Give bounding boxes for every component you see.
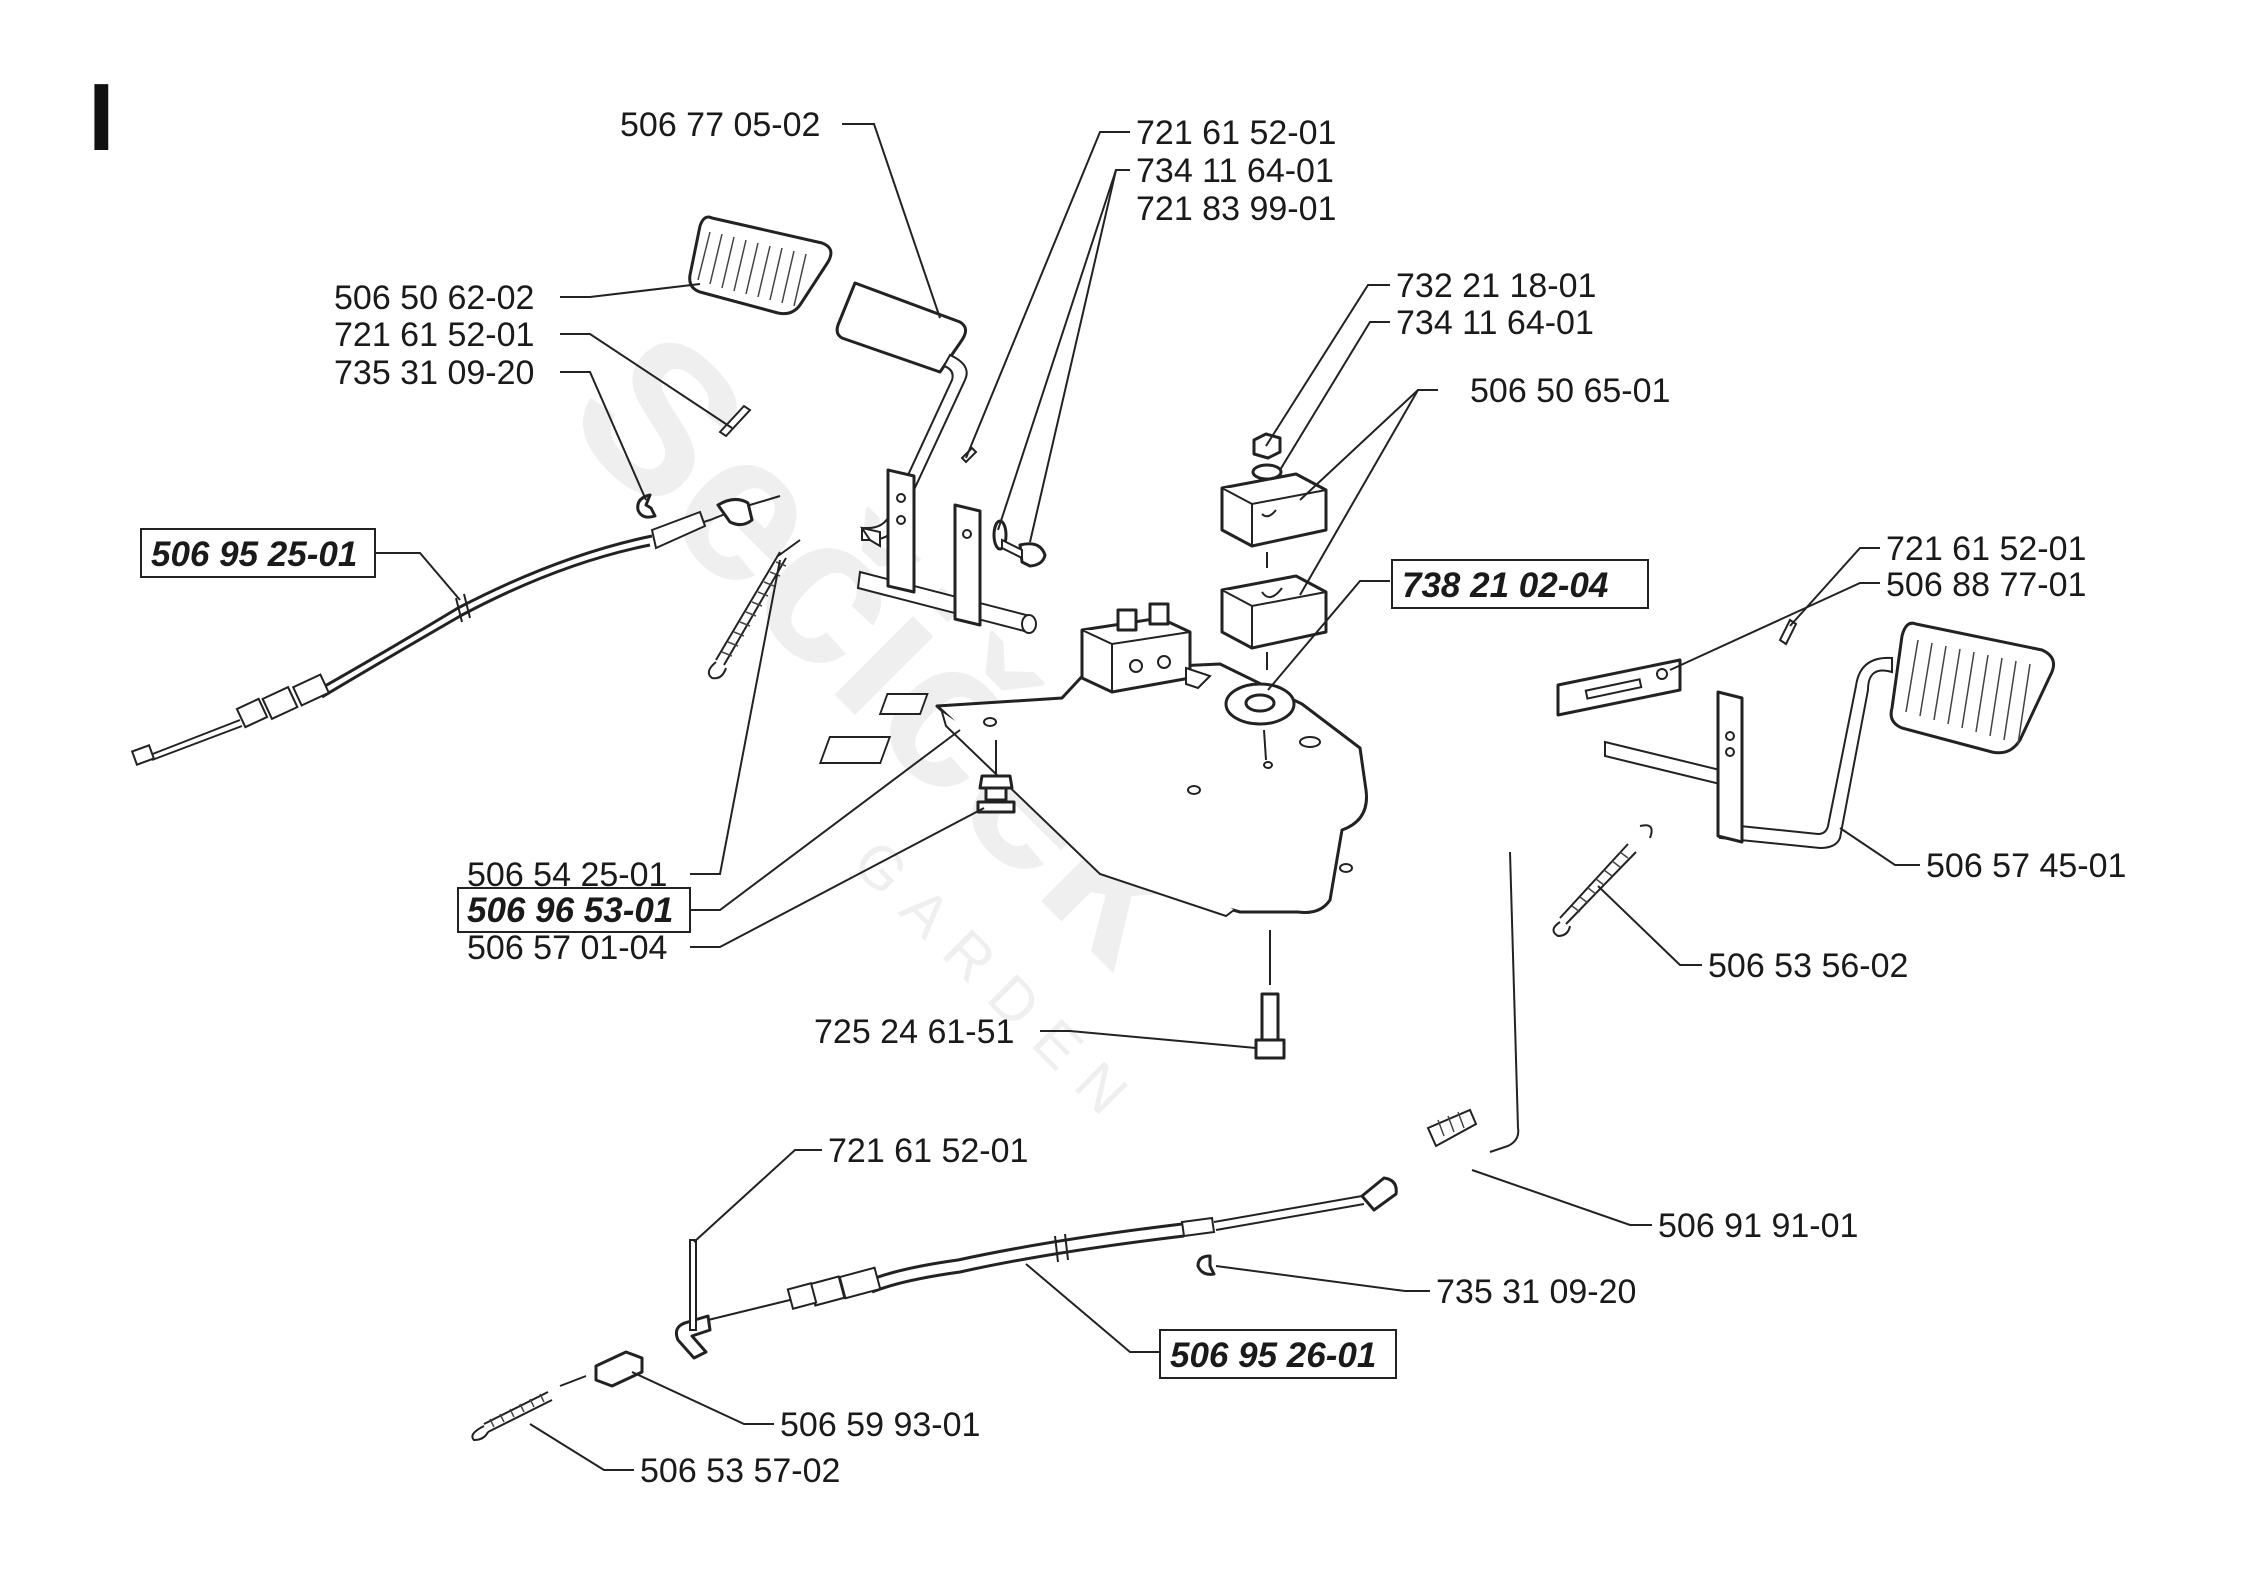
right-spring (1552, 824, 1653, 938)
box-738-21-02-04 (1391, 559, 1649, 609)
parts-drawing (130, 215, 2056, 1442)
left-bracket-2 (953, 503, 982, 627)
label-725-24-61-51: 725 24 61-51 (814, 1013, 1014, 1051)
section-letter: I (88, 64, 115, 171)
label-506-50-62-02: 506 50 62-02 (334, 279, 534, 317)
label-721-61-52-01-a: 721 61 52-01 (1136, 114, 1336, 152)
label-506-95-25-01: 506 95 25-01 (151, 535, 357, 574)
washer (1251, 463, 1283, 481)
long-bolt (1254, 930, 1286, 1060)
e-clip-a (636, 493, 657, 519)
label-506-59-93-01: 506 59 93-01 (780, 1406, 980, 1444)
label-721-61-52-01-c: 721 61 52-01 (1886, 530, 2086, 568)
left-spring (707, 539, 801, 680)
left-pedal-pad (688, 215, 833, 316)
label-506-53-57-02: 506 53 57-02 (640, 1452, 840, 1490)
label-506-57-45-01: 506 57 45-01 (1926, 847, 2126, 885)
label-506-53-56-02: 506 53 56-02 (1708, 947, 1908, 985)
lower-cable (674, 851, 1520, 1360)
right-shaft (1604, 740, 1721, 786)
clevis-pin (992, 519, 1047, 568)
leader-lines (375, 123, 1920, 1471)
e-clip-b (1196, 1254, 1216, 1276)
label-506-77-05-02: 506 77 05-02 (620, 106, 820, 144)
clamp-block (1080, 602, 1212, 694)
left-cable (130, 495, 781, 766)
label-506-57-01-04: 506 57 01-04 (467, 929, 667, 967)
right-lever-plate (1556, 658, 1682, 717)
label-506-88-77-01: 506 88 77-01 (1886, 566, 2086, 604)
cotter-pin-b (718, 404, 752, 438)
box-506-95-25-01 (140, 528, 376, 578)
label-735-31-09-20-b: 735 31 09-20 (1436, 1273, 1636, 1311)
right-pedal-pad (1889, 621, 2056, 755)
label-735-31-09-20-a: 735 31 09-20 (334, 354, 534, 392)
center-plate (818, 662, 1368, 918)
label-506-50-65-01: 506 50 65-01 (1470, 372, 1670, 410)
cotter-pin-d (689, 1239, 697, 1331)
upper-block (1220, 472, 1328, 548)
lower-spring (471, 1391, 553, 1442)
right-pedal-arm (1719, 656, 1893, 850)
label-506-95-26-01: 506 95 26-01 (1170, 1336, 1376, 1375)
flange-bolt (976, 740, 1016, 814)
box-506-96-53-01 (457, 887, 691, 933)
label-721-61-52-01-d: 721 61 52-01 (828, 1132, 1028, 1170)
left-bracket-1 (886, 468, 916, 594)
lower-block (1220, 574, 1328, 650)
label-732-21-18-01: 732 21 18-01 (1396, 267, 1596, 305)
label-734-11-64-01-b: 734 11 64-01 (1396, 304, 1594, 342)
label-506-91-91-01: 506 91 91-01 (1658, 1207, 1858, 1245)
small-block (594, 1350, 644, 1388)
pedal-cover (835, 281, 967, 374)
label-721-83-99-01: 721 83 99-01 (1136, 190, 1336, 228)
box-506-95-26-01 (1159, 1329, 1397, 1379)
label-738-21-02-04: 738 21 02-04 (1402, 566, 1608, 605)
label-506-96-53-01: 506 96 53-01 (467, 891, 673, 930)
cotter-pin-c (1778, 618, 1798, 646)
label-734-11-64-01-a: 734 11 64-01 (1136, 152, 1334, 190)
right-bracket (1716, 690, 1744, 844)
callout-labels: 506 77 05-02 721 61 52-01 734 11 64-01 7… (140, 106, 2126, 1490)
label-721-61-52-01-b: 721 61 52-01 (334, 316, 534, 354)
